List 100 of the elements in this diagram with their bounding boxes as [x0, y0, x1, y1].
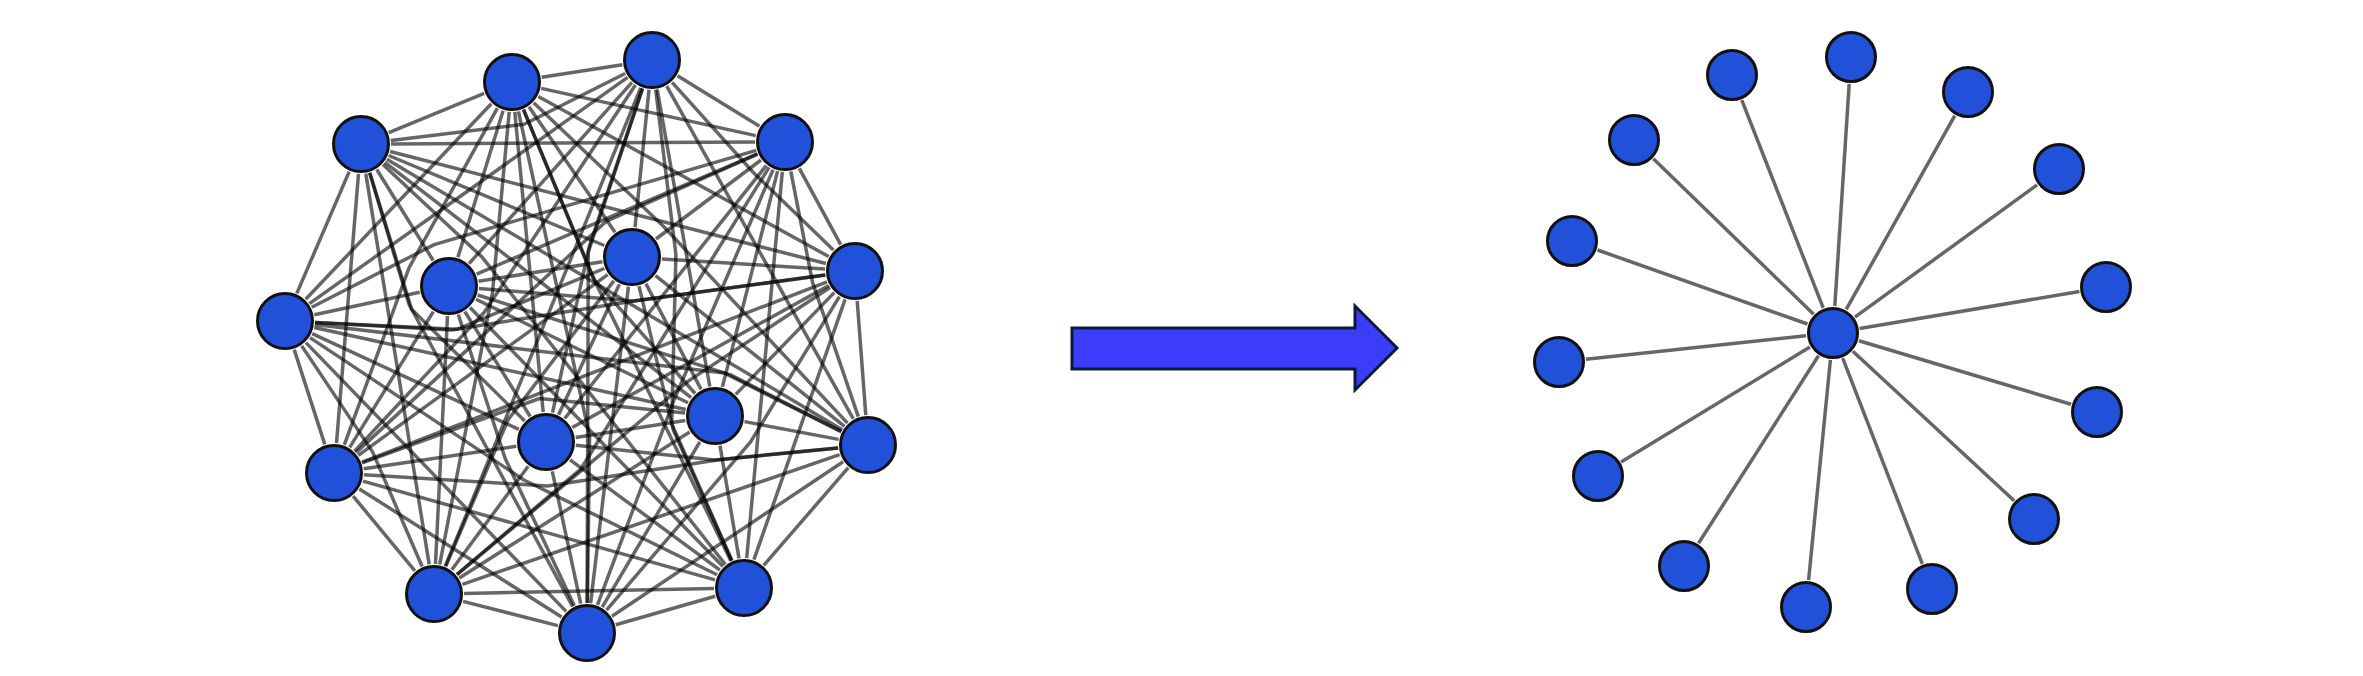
edge-line	[313, 325, 687, 412]
edge-line	[1652, 157, 1815, 316]
edge-line	[563, 164, 768, 420]
edge-line	[644, 282, 703, 391]
edge-line	[855, 300, 868, 416]
edge-line	[588, 286, 631, 604]
edge-line	[752, 298, 847, 561]
edge-line	[461, 453, 841, 586]
edge-line	[354, 152, 759, 454]
edge-line	[1841, 357, 1924, 565]
edge-line	[375, 168, 435, 262]
edge-line	[1697, 354, 1820, 545]
edge-line	[665, 85, 855, 420]
edge-line	[654, 274, 846, 428]
edge-line	[388, 153, 605, 248]
edge-line	[450, 465, 530, 571]
edge-line	[1833, 83, 1851, 307]
edge-line	[585, 87, 645, 603]
edge-line	[557, 283, 621, 416]
edge-line	[351, 495, 417, 572]
edge-line	[363, 446, 839, 488]
edge-line	[363, 444, 517, 471]
edge-line	[1851, 350, 2016, 502]
edge-line	[390, 71, 626, 143]
edge-line	[478, 259, 603, 284]
edge-line	[311, 332, 520, 431]
edge-line	[615, 594, 716, 627]
edge-line	[364, 173, 431, 565]
edge-line	[309, 336, 718, 577]
edge-line	[388, 91, 485, 135]
edge-line	[521, 109, 733, 562]
edge-line	[467, 81, 634, 265]
edge-line	[734, 291, 836, 396]
edge-line	[314, 273, 826, 332]
edge-line	[456, 313, 576, 607]
edge-line	[569, 458, 721, 572]
edge-line	[383, 160, 693, 400]
edge-line	[762, 466, 850, 567]
edge-line	[1806, 359, 1833, 581]
edge-line	[475, 152, 759, 276]
edge-line	[797, 167, 843, 246]
edge-line	[455, 166, 771, 576]
edge-line	[1740, 99, 1825, 309]
edge-line	[468, 306, 725, 568]
edge-line	[789, 171, 860, 418]
edge-line	[513, 111, 545, 413]
edge-line	[463, 310, 532, 418]
edge-line	[362, 479, 716, 582]
edge-line	[541, 62, 623, 80]
edge-line	[532, 101, 849, 425]
edge-line	[718, 445, 741, 559]
edge-line	[676, 74, 761, 128]
edge-line	[456, 110, 505, 258]
edge-line	[342, 107, 499, 446]
edge-line	[361, 280, 828, 464]
edge-line	[304, 102, 493, 301]
edge-line	[367, 172, 575, 608]
edge-line	[1859, 289, 2080, 331]
edge-line	[720, 170, 780, 388]
edge-line	[313, 290, 421, 317]
edge-line	[358, 487, 563, 619]
edge-line	[381, 163, 727, 566]
edge-line	[353, 84, 637, 453]
edge-line	[744, 419, 839, 442]
edge-line	[633, 89, 651, 228]
edge-line	[575, 418, 686, 440]
edge-line	[475, 297, 689, 405]
edge-line	[361, 396, 686, 465]
edge-line	[744, 171, 785, 559]
edge-line	[348, 310, 435, 449]
edge-line	[368, 172, 526, 423]
edge-line	[438, 111, 511, 565]
edge-line	[310, 148, 757, 309]
edge-line	[433, 315, 450, 565]
edge-line	[304, 341, 568, 613]
edge-line	[295, 170, 351, 295]
edge-line	[463, 586, 715, 596]
edge-line	[455, 286, 831, 577]
edge-line	[300, 344, 424, 568]
edge-line	[1620, 345, 1811, 464]
edge-line	[458, 430, 691, 580]
edge-line	[391, 140, 755, 146]
edge-line	[595, 168, 775, 606]
edge-line	[655, 89, 712, 387]
edge-line	[600, 440, 702, 609]
edge-line	[385, 157, 844, 432]
edge-line	[527, 105, 617, 234]
edge-line	[308, 75, 629, 306]
edge-line	[1858, 339, 2072, 406]
edge-line	[516, 110, 592, 604]
edge-line	[1844, 114, 1957, 311]
edge-line	[550, 470, 583, 605]
edge-line	[389, 149, 827, 266]
edge-line	[292, 349, 327, 445]
edge-line	[1585, 334, 1807, 361]
edge-line	[670, 81, 835, 252]
edge-line	[1853, 183, 2039, 319]
edge-line	[610, 460, 845, 618]
edge-line	[443, 87, 643, 567]
edge-line	[654, 158, 763, 241]
